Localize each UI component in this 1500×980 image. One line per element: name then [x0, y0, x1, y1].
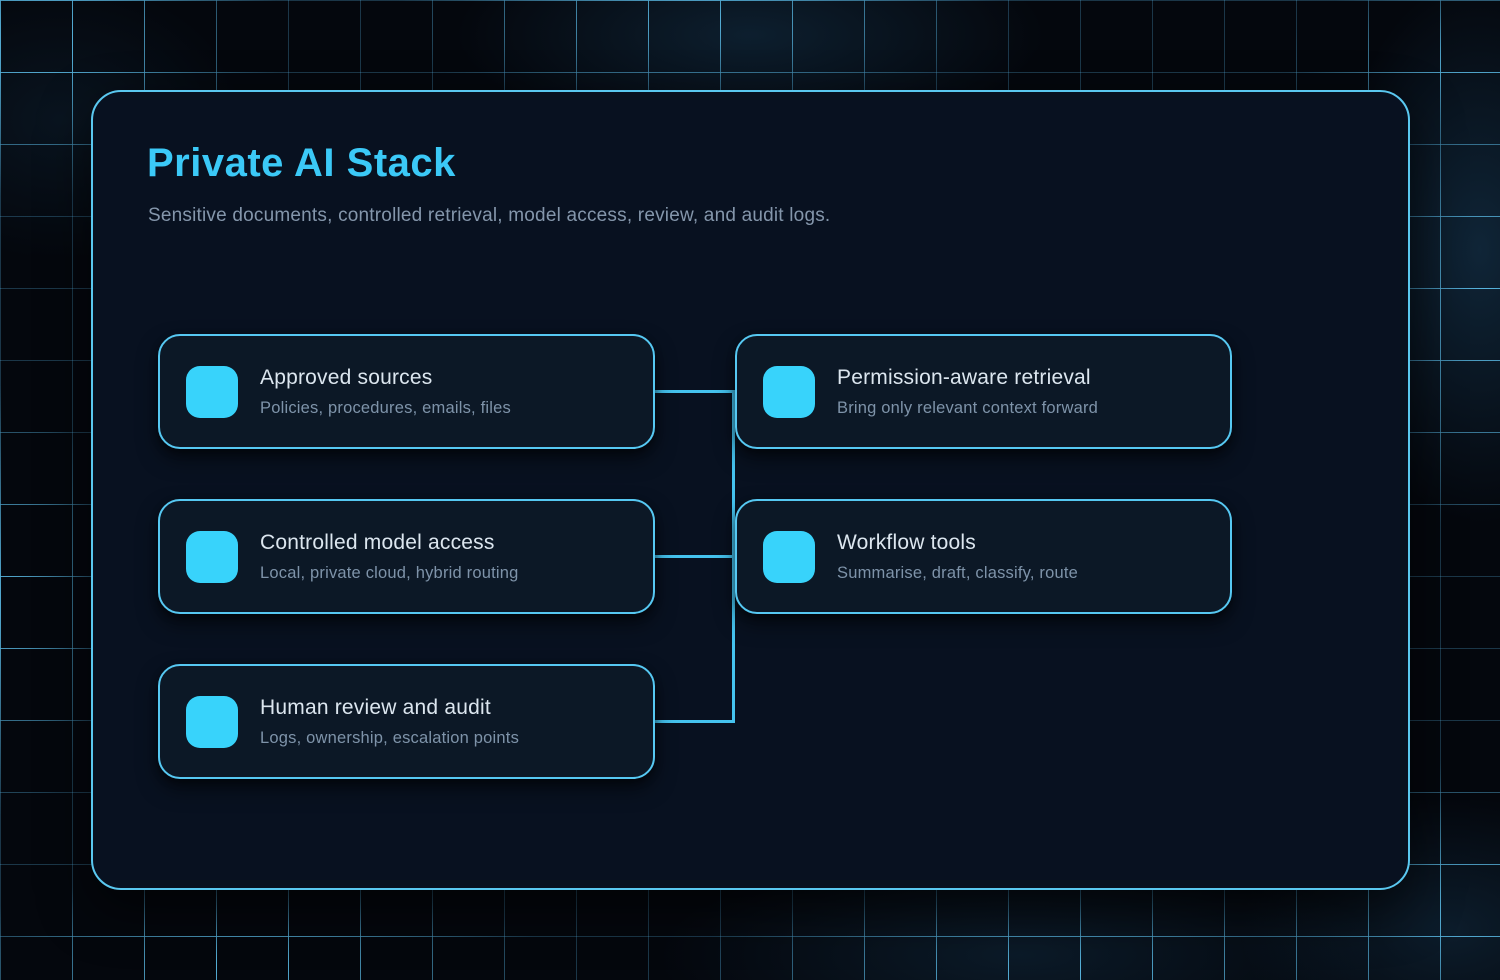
connector-approved-sources: [655, 390, 735, 393]
connector-trunk: [732, 390, 735, 723]
card-title: Human review and audit: [260, 695, 491, 719]
card-controlled-model-access: Controlled model access Local, private c…: [158, 499, 655, 614]
card-title: Permission-aware retrieval: [837, 365, 1091, 389]
page-subtitle: Sensitive documents, controlled retrieva…: [148, 205, 831, 226]
card-approved-sources: Approved sources Policies, procedures, e…: [158, 334, 655, 449]
card-subtitle: Policies, procedures, emails, files: [260, 398, 511, 417]
rounded-square-icon: [763, 530, 815, 583]
card-permission-aware-retrieval: Permission-aware retrieval Bring only re…: [735, 334, 1232, 449]
card-text-block: Workflow tools Summarise, draft, classif…: [837, 531, 1078, 583]
card-text-block: Controlled model access Local, private c…: [260, 531, 519, 583]
card-title: Approved sources: [260, 365, 433, 389]
card-text-block: Permission-aware retrieval Bring only re…: [837, 366, 1098, 418]
card-title: Workflow tools: [837, 530, 976, 554]
connector-controlled-model-access: [655, 555, 735, 558]
card-text-block: Approved sources Policies, procedures, e…: [260, 366, 511, 418]
rounded-square-icon: [186, 530, 238, 583]
main-panel: Private AI Stack Sensitive documents, co…: [91, 90, 1410, 890]
card-subtitle: Summarise, draft, classify, route: [837, 563, 1079, 582]
card-subtitle: Local, private cloud, hybrid routing: [260, 563, 519, 582]
card-title: Controlled model access: [260, 530, 495, 554]
card-human-review-and-audit: Human review and audit Logs, ownership, …: [158, 664, 655, 779]
card-subtitle: Logs, ownership, escalation points: [260, 728, 520, 747]
card-subtitle: Bring only relevant context forward: [837, 398, 1099, 417]
rounded-square-icon: [763, 365, 815, 418]
card-workflow-tools: Workflow tools Summarise, draft, classif…: [735, 499, 1232, 614]
connector-human-review: [655, 720, 735, 723]
card-text-block: Human review and audit Logs, ownership, …: [260, 696, 519, 748]
rounded-square-icon: [186, 695, 238, 748]
rounded-square-icon: [186, 365, 238, 418]
page-title: Private AI Stack: [147, 141, 456, 185]
